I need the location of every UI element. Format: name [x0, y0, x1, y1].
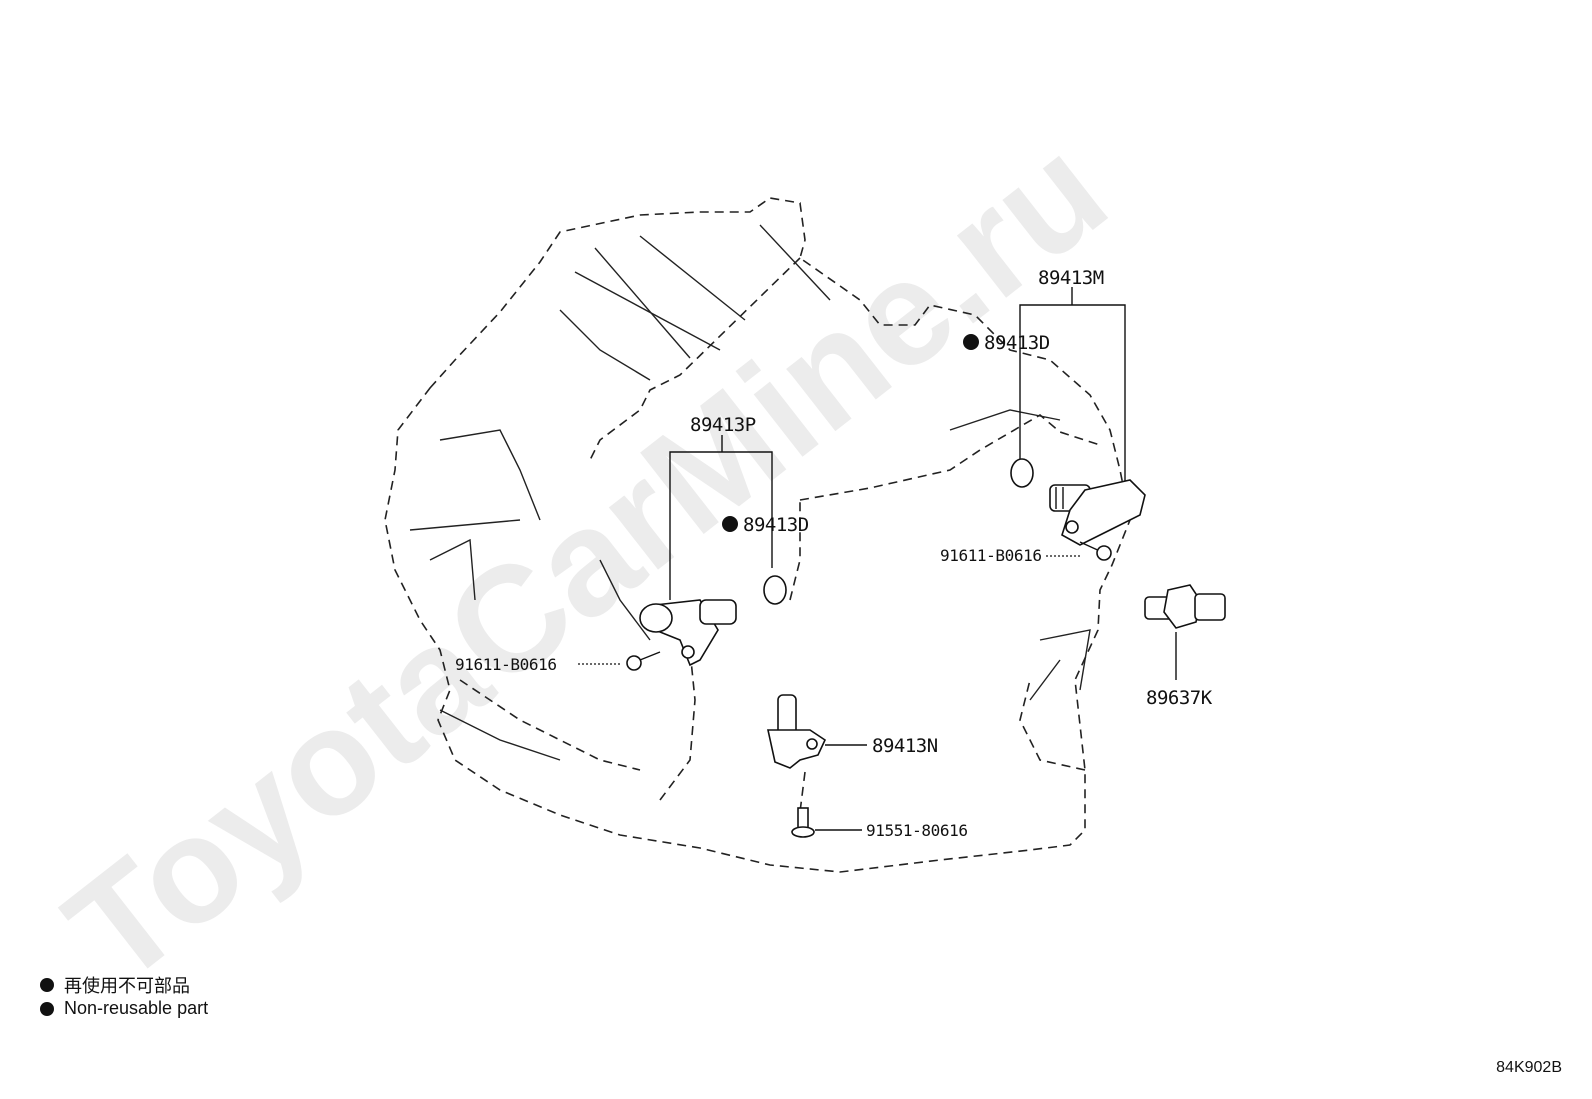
- label-89637K: 89637K: [1146, 687, 1213, 709]
- non-reusable-marker: [722, 516, 738, 532]
- label-89413M: 89413M: [1038, 267, 1104, 289]
- label-91551: 91551-80616: [866, 821, 968, 840]
- legend-english-text: Non-reusable part: [64, 998, 209, 1018]
- label-89413D-left: 89413D: [743, 514, 809, 536]
- bolt-right: [1079, 541, 1112, 561]
- o-ring-right: [1010, 458, 1034, 488]
- bolt-left: [626, 651, 661, 671]
- non-reusable-bullet-icon: [40, 1001, 54, 1016]
- leader-dashed-89413N: [799, 771, 806, 813]
- sensor-89637K: [1144, 584, 1226, 680]
- label-89413N: 89413N: [872, 735, 938, 757]
- label-91611-left: 91611-B0616: [455, 655, 557, 674]
- label-89413P: 89413P: [690, 414, 756, 436]
- speed-sensor-right: [1049, 479, 1146, 546]
- housing-structure-lines: [409, 224, 1091, 761]
- label-89413D-right: 89413D: [984, 332, 1050, 354]
- speed-sensor-left: [639, 599, 737, 667]
- transmission-outline: [384, 197, 1131, 873]
- sensor-89413N: [767, 694, 827, 769]
- non-reusable-marker: [963, 334, 979, 350]
- non-reusable-bullet-icon: [40, 978, 54, 992]
- label-91611-right: 91611-B0616: [940, 546, 1042, 565]
- bracket-89413P: [669, 435, 773, 600]
- o-ring-left: [763, 575, 787, 605]
- legend-japanese: 再使用不可部品: [40, 972, 190, 998]
- bolt-91551: [791, 807, 815, 838]
- diagram-code: 84K902B: [1496, 1059, 1562, 1076]
- bracket-89413M: [1019, 287, 1126, 485]
- legend-japanese-text: 再使用不可部品: [64, 976, 190, 996]
- legend-english: Non-reusable part: [40, 998, 208, 1019]
